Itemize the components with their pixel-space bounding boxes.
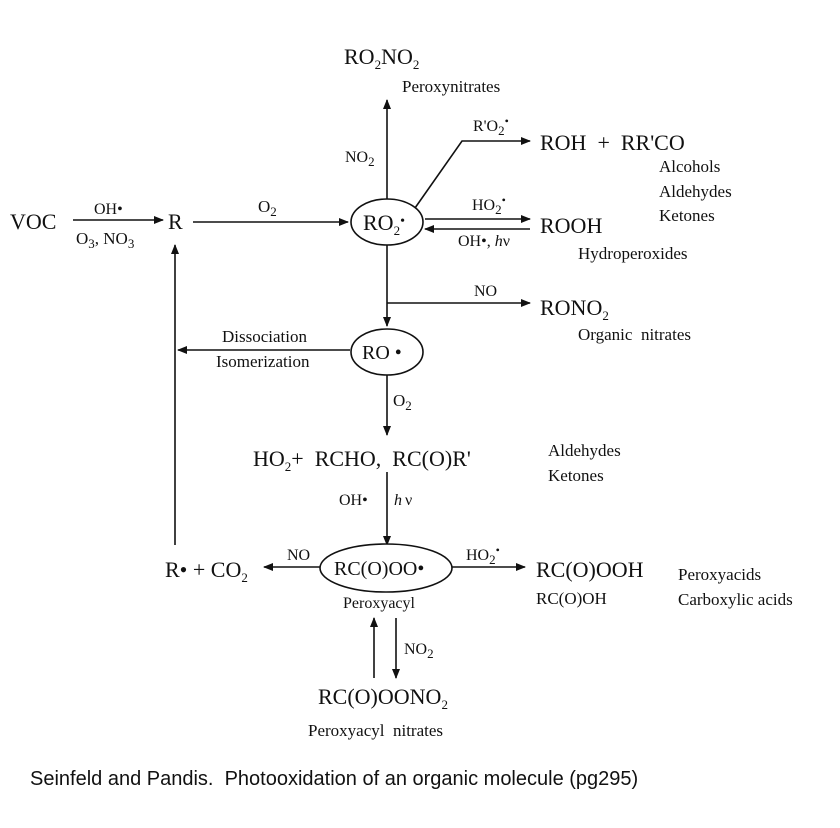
label-peroxynitrates: Peroxynitrates	[402, 77, 500, 96]
species-peroxyacyl: RC(O)OO•	[334, 558, 424, 580]
reagent-no: NO	[474, 283, 497, 300]
species-ro2no2: RO2NO2	[344, 44, 419, 72]
reagent-oh-hv: OH•, hν	[458, 233, 510, 250]
species-r: R	[168, 209, 183, 234]
species-pan: RC(O)OONO2	[318, 684, 448, 712]
reagent-rprime-o2: R'O2•	[473, 114, 509, 138]
reagent-o3-no3: O3, NO3	[76, 229, 134, 251]
label-ketones: Ketones	[659, 206, 715, 225]
species-rcooh: RC(O)OH	[536, 589, 607, 608]
label-peroxyacyl: Peroxyacyl	[343, 595, 416, 612]
label-isomerization: Isomerization	[216, 352, 310, 371]
reagent-no-left: NO	[287, 547, 310, 564]
label-aldehydes-2: Aldehydes	[548, 441, 621, 460]
label-peroxyacids: Peroxyacids	[678, 565, 761, 584]
species-ro: RO •	[362, 342, 402, 364]
species-rono2: RONO2	[540, 295, 609, 323]
peroxyacyl-ellipse	[319, 543, 453, 593]
species-roh-rrco: ROH + RR'CO	[540, 130, 685, 155]
label-hydroperoxides: Hydroperoxides	[578, 244, 688, 263]
ro-ellipse	[350, 328, 424, 376]
reagent-ho2-right: HO2•	[466, 543, 500, 567]
species-voc: VOC	[10, 209, 56, 234]
label-carboxylic-acids: Carboxylic acids	[678, 590, 793, 609]
species-r-co2: R• + CO2	[165, 557, 248, 585]
species-rooh: ROOH	[540, 213, 602, 238]
label-aldehydes: Aldehydes	[659, 182, 732, 201]
label-peroxyacyl-nitrates: Peroxyacyl nitrates	[308, 721, 443, 740]
reagent-o2-top: O2	[258, 197, 277, 219]
reagent-ho2: HO2•	[472, 193, 506, 217]
species-rcoooh: RC(O)OOH	[536, 557, 644, 582]
species-ro2: RO2•	[363, 210, 405, 238]
ro2-ellipse	[350, 198, 424, 246]
reagent-no2-lower: NO2	[404, 641, 434, 661]
reagent-o2-lower: O2	[393, 391, 412, 413]
species-ho2-rcho: HO2+ RCHO, RC(O)R'	[253, 446, 471, 474]
label-organic-nitrates: Organic nitrates	[578, 325, 691, 344]
caption: Seinfeld and Pandis. Photooxidation of a…	[30, 768, 638, 790]
label-dissociation: Dissociation	[222, 327, 307, 346]
arrow-ro2-to-roh	[414, 137, 531, 209]
label-alcohols: Alcohols	[659, 157, 720, 176]
label-ketones-2: Ketones	[548, 466, 604, 485]
reagent-no2-vertical: NO2	[345, 149, 375, 169]
reagent-oh: OH•	[94, 201, 123, 218]
reagent-oh-lower: OH•	[339, 492, 368, 509]
